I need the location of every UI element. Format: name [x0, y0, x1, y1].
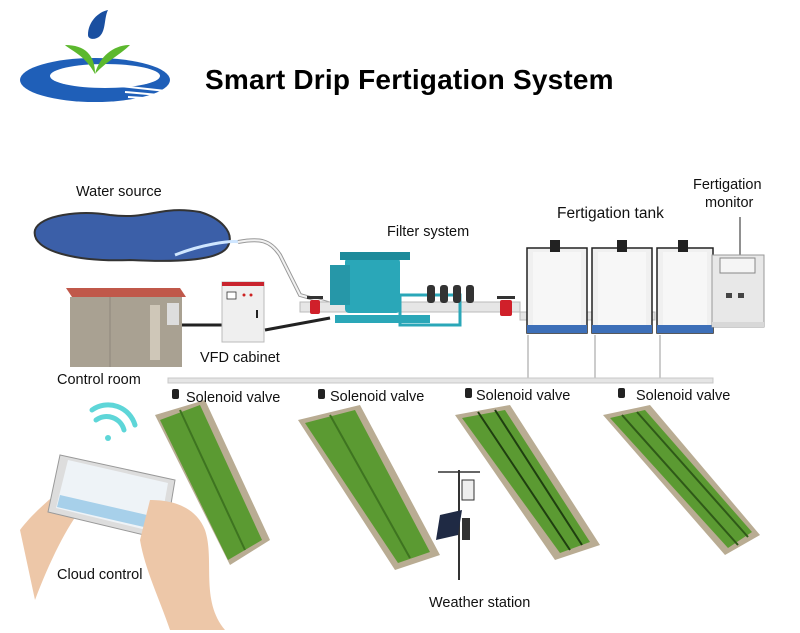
- water-source-label: Water source: [76, 184, 162, 200]
- vfd-cabinet: [221, 281, 265, 343]
- control-room-building: [66, 288, 186, 367]
- control-room-label: Control room: [57, 372, 141, 388]
- solenoid-valve-icon: [465, 388, 472, 398]
- fertigation-monitor: [711, 217, 765, 328]
- crop-bed-3: [455, 405, 600, 560]
- water-source-pond: [33, 209, 241, 262]
- weather-station: [436, 470, 480, 580]
- weather-station-label: Weather station: [429, 595, 531, 611]
- page-title: Smart Drip Fertigation System: [205, 64, 614, 95]
- vfd-cabinet-label: VFD cabinet: [200, 350, 280, 366]
- fertigation-tank-label: Fertigation tank: [557, 205, 664, 222]
- solenoid-valve-label-3: Solenoid valve: [476, 388, 571, 404]
- solenoid-valve-label-1: Solenoid valve: [186, 390, 281, 406]
- smartphone-cloud-control: [20, 454, 225, 630]
- solenoid-valve-icon: [618, 388, 625, 398]
- solenoid-valve-icon: [318, 389, 325, 399]
- filter-system-label: Filter system: [387, 224, 470, 240]
- fertigation-monitor-label-line1: Fertigation: [693, 177, 762, 193]
- fertigation-tanks: [519, 240, 714, 380]
- filter-system: [299, 252, 521, 327]
- crop-bed-4: [603, 405, 760, 555]
- crop-bed-2: [298, 405, 440, 570]
- crop-bed-1: [155, 400, 270, 565]
- solenoid-valve-label-2: Solenoid valve: [330, 389, 425, 405]
- wifi-icon: [89, 402, 138, 441]
- solenoid-valve-icon: [172, 389, 179, 399]
- cloud-control-label: Cloud control: [57, 567, 143, 583]
- fertigation-monitor-label-line2: monitor: [705, 195, 754, 211]
- logo-icon: [20, 10, 176, 102]
- solenoid-valve-label-4: Solenoid valve: [636, 388, 731, 404]
